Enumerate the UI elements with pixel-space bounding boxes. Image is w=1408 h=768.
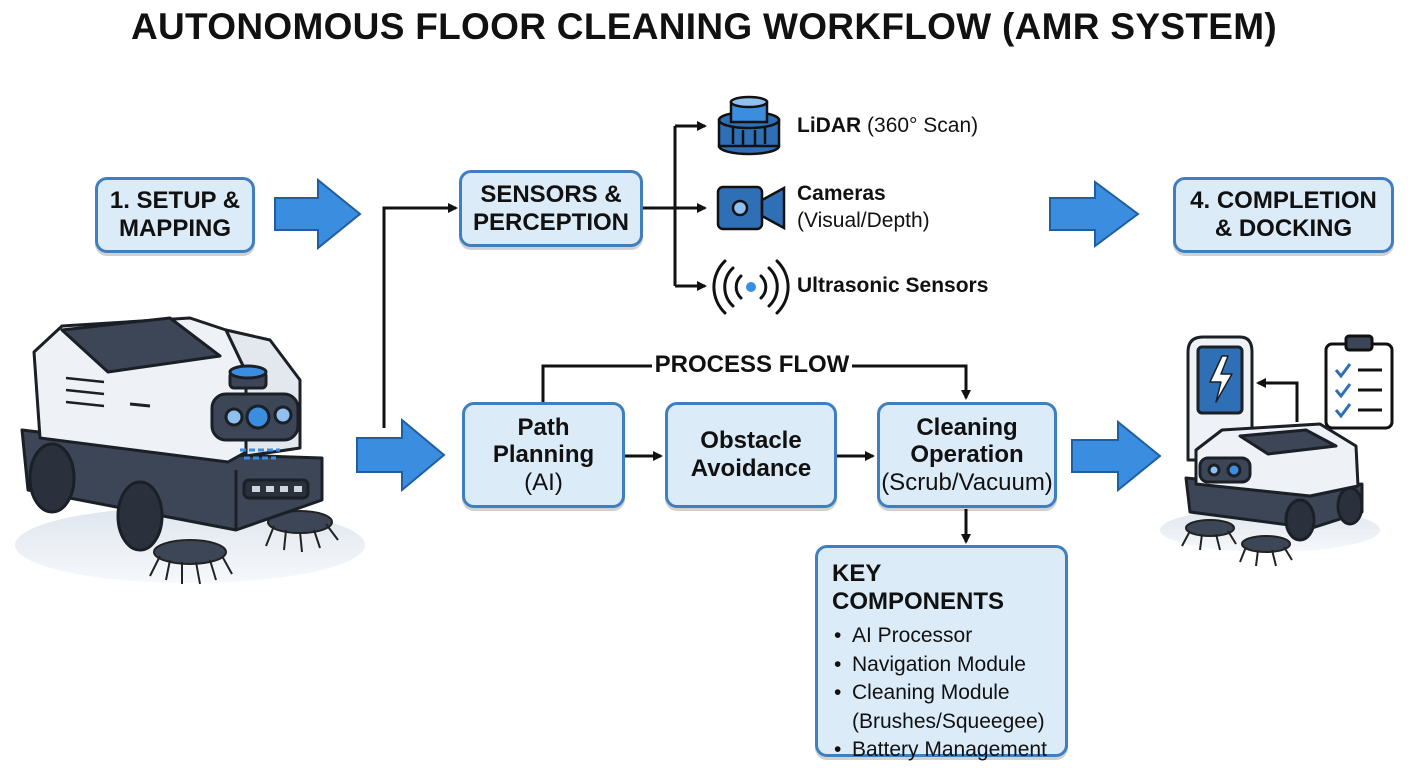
- path-planning-line1: Path: [517, 413, 570, 441]
- flow-arrow-sensors-to-completion: [1049, 180, 1140, 248]
- key-item-ai-processor: AI Processor: [852, 624, 973, 647]
- obstacle-avoidance-line2: Avoidance: [690, 455, 812, 482]
- cleaning-operation-line3: (Scrub/Vacuum): [881, 468, 1053, 496]
- sensor-cameras-detail: (Visual/Depth): [797, 209, 930, 233]
- lidar-icon: [717, 95, 781, 156]
- key-item-navigation-module: Navigation Module: [852, 652, 1026, 676]
- connector-to-sensors: [382, 203, 458, 428]
- connector-sensor-fanout: [642, 121, 707, 291]
- step-completion-line2: & DOCKING: [1214, 215, 1353, 242]
- step-completion-docking: 4. COMPLETION & DOCKING: [1173, 177, 1394, 253]
- key-components-title: KEY COMPONENTS: [832, 560, 1005, 615]
- sensor-item-lidar: LiDAR (360° Scan): [797, 112, 978, 139]
- sensor-item-ultrasonic: Ultrasonic Sensors: [797, 272, 988, 299]
- cleaning-operation-line2: Operation: [910, 441, 1024, 469]
- list-item: AI Processor: [832, 622, 1055, 651]
- process-path-planning: Path Planning (AI): [462, 402, 625, 508]
- connector-docking-checklist: [1256, 378, 1299, 422]
- connector-process-flow-loop: [541, 364, 971, 402]
- sensor-lidar-detail: (360° Scan): [867, 114, 979, 137]
- key-item-cleaning-module: Cleaning Module: [852, 681, 1010, 704]
- step-sensors-perception: SENSORS & PERCEPTION: [459, 170, 643, 247]
- key-item-battery-management: Battery Management: [852, 738, 1047, 761]
- process-flow-label: PROCESS FLOW: [652, 348, 852, 382]
- step-sensors-line1: SENSORS &: [480, 180, 622, 208]
- lightning-icon: [1209, 355, 1233, 403]
- step-setup-line2: MAPPING: [118, 215, 231, 242]
- list-item: Navigation Module: [832, 651, 1055, 680]
- key-components-box: KEY COMPONENTS AI Processor Navigation M…: [815, 545, 1068, 764]
- cleaning-operation-line1: Cleaning: [916, 413, 1018, 441]
- sensor-cameras-name: Cameras: [797, 182, 886, 205]
- flow-arrow-robot-to-process: [356, 417, 446, 493]
- flow-arrow-setup-to-sensors: [274, 177, 362, 251]
- connector-process-steps: [625, 451, 971, 544]
- key-item-cleaning-module-detail: (Brushes/Squeegee): [852, 709, 1045, 733]
- step-setup-mapping: 1. SETUP & MAPPING: [95, 177, 255, 253]
- step-sensors-line2: PERCEPTION: [472, 208, 630, 236]
- process-cleaning-operation: Cleaning Operation (Scrub/Vacuum): [877, 402, 1057, 508]
- list-item: Cleaning Module (Brushes/Squeegee): [832, 679, 1055, 736]
- path-planning-line2: Planning: [492, 441, 595, 469]
- sensor-lidar-name: LiDAR: [797, 114, 862, 137]
- path-planning-line3: (AI): [524, 468, 563, 496]
- sensor-item-cameras: Cameras (Visual/Depth): [797, 180, 930, 235]
- list-item: Battery Management: [832, 736, 1055, 765]
- docked-robot-illustration: [1160, 422, 1380, 567]
- sensor-ultrasonic-name: Ultrasonic Sensors: [797, 274, 989, 297]
- flow-arrow-process-to-docking: [1071, 419, 1162, 493]
- obstacle-avoidance-line1: Obstacle: [700, 427, 802, 455]
- key-components-list: AI Processor Navigation Module Cleaning …: [832, 622, 1055, 765]
- page-title: AUTONOMOUS FLOOR CLEANING WORKFLOW (AMR …: [131, 6, 1277, 47]
- clipboard-checklist-icon: [1324, 334, 1394, 430]
- step-setup-line1: 1. SETUP &: [109, 187, 241, 215]
- robot-illustration: [15, 316, 365, 585]
- camera-icon: [716, 185, 786, 231]
- step-completion-line1: 4. COMPLETION: [1190, 187, 1377, 215]
- process-obstacle-avoidance: Obstacle Avoidance: [665, 402, 837, 508]
- ultrasonic-icon: [712, 259, 790, 315]
